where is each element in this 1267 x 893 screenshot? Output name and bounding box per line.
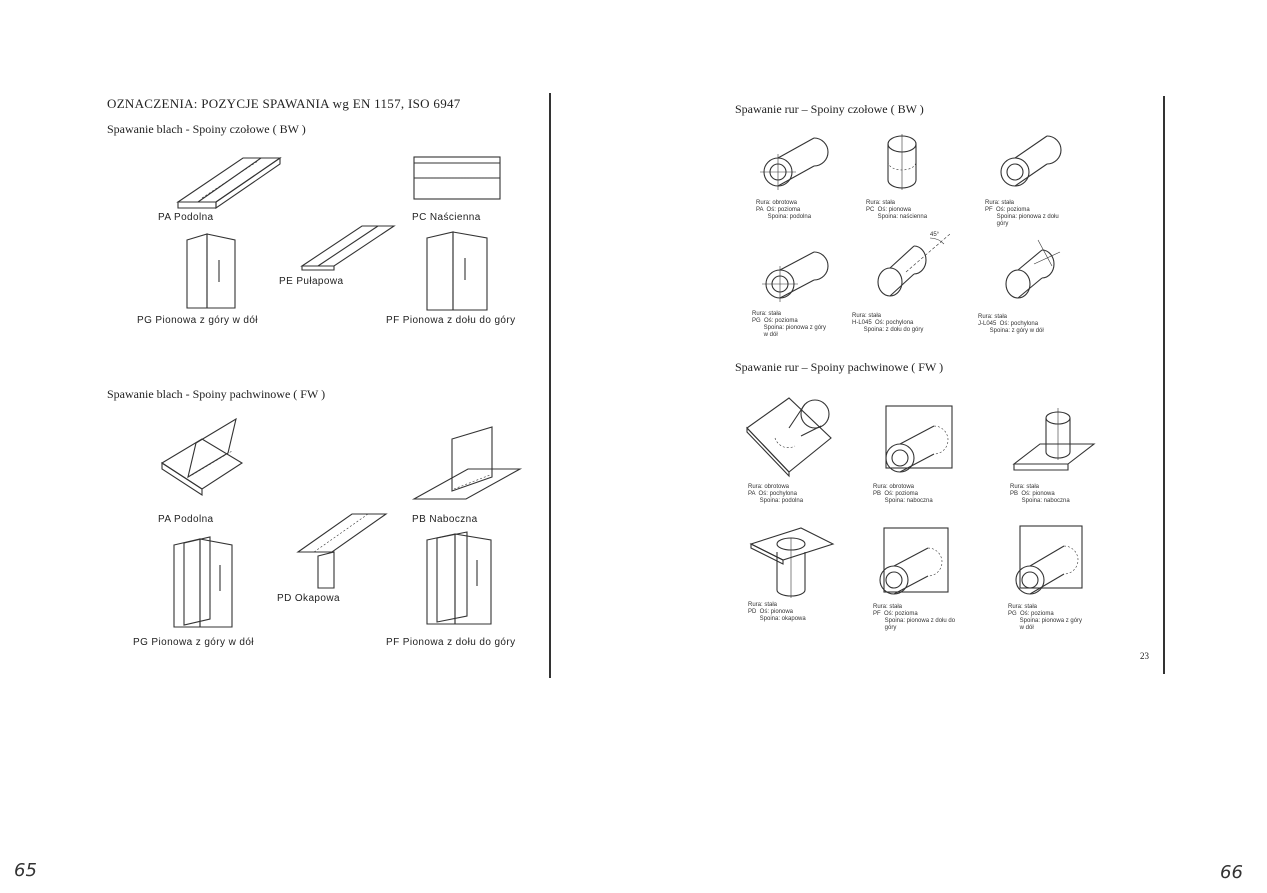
pipe-butt-heading: Spawanie rur – Spoiny czołowe ( BW ) [735, 102, 924, 116]
pipe-fillet-pd-figure [749, 527, 835, 598]
pipe-butt-pf-figure [1000, 135, 1062, 187]
plate-butt-pe-label: PE Pułapowa [279, 276, 344, 287]
plate-fillet-pg-label: PG Pionowa z góry w dół [133, 637, 254, 648]
pipe-butt-pf-caption: Rura: stała PF Oś: pozioma Spoina: piono… [985, 200, 1059, 227]
page-number: 23 [1140, 651, 1149, 661]
plate-butt-pe-figure [300, 225, 396, 271]
page-title: OZNACZENIA: POZYCJE SPAWANIA wg EN 1157,… [107, 96, 461, 111]
pipe-butt-hl045-figure [877, 233, 951, 297]
right-page-border [1163, 96, 1165, 674]
plate-fillet-pa-figure [160, 417, 244, 497]
pipe-butt-pc-figure [887, 134, 917, 190]
pipe-fillet-pf-caption: Rura: stała PF Oś: pozioma Spoina: piono… [873, 604, 956, 631]
pipe-butt-pa-figure [760, 137, 829, 190]
pipe-fillet-pb1-caption: Rura: obrotowa PB Oś: pozioma Spoina: na… [873, 484, 933, 504]
pipe-fillet-pb-figure [885, 405, 953, 473]
plate-fillet-pg-figure [173, 536, 233, 628]
plate-butt-pf-label: PF Pionowa z dołu do góry [386, 315, 516, 326]
plate-butt-pa-figure [176, 156, 282, 210]
plate-fillet-pb-figure [411, 426, 523, 500]
pipe-butt-angle-label: 45° [930, 232, 940, 238]
plate-fillet-pd-figure [296, 513, 388, 589]
pipe-fillet-pd-caption: Rura: stała PD Oś: pionowa Spoina: okapo… [748, 602, 806, 622]
pipe-fillet-pg-caption: Rura: stała PG Oś: pozioma Spoina: piono… [1008, 604, 1083, 631]
plate-fillet-pf-label: PF Pionowa z dołu do góry [386, 637, 516, 648]
plate-butt-pc-label: PC Naścienna [412, 212, 481, 223]
handwritten-page-right: 66 [1220, 862, 1243, 883]
pipe-butt-pc-caption: Rura: stała PC Oś: pionowa Spoina: naści… [866, 200, 928, 220]
plate-fillet-pd-label: PD Okapowa [277, 593, 340, 604]
pipe-fillet-heading: Spawanie rur – Spoiny pachwinowe ( FW ) [735, 360, 944, 374]
pipe-fillet-pa-figure [746, 397, 832, 478]
pipe-fillet-pa-caption: Rura: obrotowa PA Oś: pochylona Spoina: … [748, 484, 804, 504]
plate-fillet-pa-label: PA Podolna [158, 514, 214, 525]
plate-butt-pg-figure [186, 233, 236, 309]
plate-fillet-heading: Spawanie blach - Spoiny pachwinowe ( FW … [107, 387, 326, 401]
plate-butt-pg-label: PG Pionowa z góry w dół [137, 315, 258, 326]
plate-butt-pc-figure [413, 156, 501, 200]
plate-fillet-pf-figure [426, 531, 492, 625]
pipe-butt-hl045-caption: Rura: stała H-L045 Oś: pochylona Spoina:… [852, 313, 924, 333]
plate-fillet-pb-label: PB Naboczna [412, 514, 478, 525]
pipe-butt-pg-figure [762, 251, 829, 302]
pipe-butt-pa-caption: Rura: obrotowa PA Oś: pozioma Spoina: po… [756, 200, 812, 220]
plate-butt-pf-figure [426, 231, 488, 311]
pipe-butt-jl045-figure [1005, 239, 1061, 299]
plate-butt-pa-label: PA Podolna [158, 212, 214, 223]
handwritten-page-left: 65 [14, 860, 37, 881]
pipe-fillet-pf-figure [879, 527, 949, 595]
pipe-butt-jl045-caption: Rura: stała J-L045 Oś: pochylona Spoina:… [978, 314, 1044, 334]
pipe-fillet-pb2-figure [1012, 408, 1096, 471]
pipe-fillet-pg-figure [1015, 525, 1083, 595]
pipe-butt-pg-caption: Rura: stała PG Oś: pozioma Spoina: piono… [752, 311, 827, 338]
plate-butt-heading: Spawanie blach - Spoiny czołowe ( BW ) [107, 122, 306, 136]
pipe-fillet-pb2-caption: Rura: stała PB Oś: pionowa Spoina: naboc… [1010, 484, 1070, 504]
left-page-border [549, 93, 551, 678]
